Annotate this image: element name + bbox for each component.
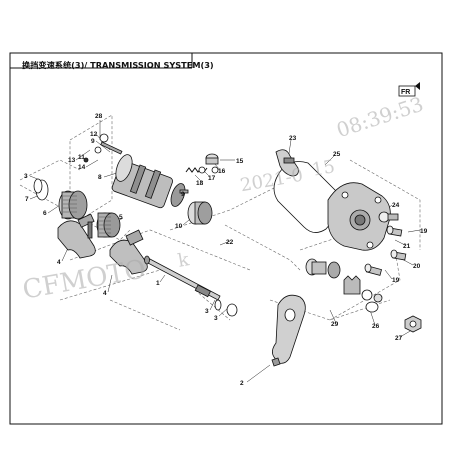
- callout-3a: 3: [24, 173, 28, 180]
- bolt-part-27: [404, 315, 422, 333]
- bolt-part-19a: [386, 225, 403, 237]
- callout-24: 24: [392, 202, 400, 209]
- bolt-part-20: [390, 249, 407, 261]
- callout-28: 28: [95, 113, 103, 120]
- washer-part-3c: [226, 303, 238, 317]
- washer-part-26: [365, 301, 379, 313]
- callout-22: 22: [226, 239, 234, 246]
- cam-assembly-part-29: [305, 258, 383, 303]
- outer-frame: [9, 52, 443, 425]
- bolt-part-9: [100, 141, 123, 155]
- callout-2: 2: [240, 380, 244, 387]
- bolt-part-24: [378, 211, 399, 223]
- washer-part-16: [211, 166, 219, 174]
- callout-18: 18: [196, 180, 204, 187]
- callout-9a: 9: [91, 138, 95, 145]
- bolt-part-19b: [364, 263, 383, 276]
- callout-29: 29: [331, 321, 339, 328]
- washer-part-12: [99, 133, 109, 143]
- front-badge-label: FR: [401, 89, 410, 96]
- pin-part-13: [83, 157, 89, 163]
- callout-11: 11: [78, 154, 85, 161]
- callout-12: 12: [90, 131, 98, 138]
- callout-4b: 4: [103, 290, 107, 297]
- bushing-part-10: [187, 201, 213, 225]
- callout-19a: 19: [420, 228, 428, 235]
- gear-cover-part-21: [327, 182, 391, 251]
- callout-6: 6: [43, 210, 47, 217]
- bearing-part-5: [96, 212, 121, 238]
- callout-1: 1: [156, 280, 160, 287]
- callout-10: 10: [175, 223, 183, 230]
- circlip-part-3: [33, 178, 43, 194]
- callout-19b: 19: [392, 277, 400, 284]
- shift-shaft-part-1: [144, 255, 221, 301]
- callout-4a: 4: [57, 259, 61, 266]
- callout-17: 17: [208, 175, 216, 182]
- callout-27: 27: [395, 335, 403, 342]
- front-direction-badge: FR: [398, 82, 420, 97]
- callout-15: 15: [236, 158, 244, 165]
- shift-drum-part-8: [111, 154, 186, 209]
- pin-head-part-17: [198, 166, 206, 174]
- callout-3b: 3: [205, 308, 209, 315]
- callout-8: 8: [98, 174, 102, 181]
- shift-pedal-lever-part-2: [271, 294, 306, 367]
- pin-part-9b: [179, 189, 189, 194]
- shift-fork-part-4-right: [109, 229, 148, 275]
- callout-3c: 3: [214, 315, 218, 322]
- callout-21: 21: [403, 243, 411, 250]
- callout-16: 16: [218, 168, 226, 175]
- callout-5: 5: [119, 214, 123, 221]
- callout-23: 23: [289, 135, 297, 142]
- callout-13: 13: [68, 157, 76, 164]
- shift-lever-part-23: [275, 149, 299, 177]
- selector-drum-assembly: [33, 133, 238, 317]
- circlip-part-3b: [214, 299, 222, 311]
- ring-part-11: [94, 146, 102, 154]
- bearing-part-6: [58, 190, 88, 220]
- callout-14: 14: [78, 164, 86, 171]
- leader-lines: [29, 120, 421, 383]
- callout-7: 7: [25, 196, 29, 203]
- shift-cover-assembly: [273, 149, 422, 333]
- diagram-title: 换挡变速系统(3)/ TRANSMISSION SYSTEM(3): [22, 60, 214, 70]
- callout-26: 26: [372, 323, 380, 330]
- shift-fork-part-4-left: [57, 213, 96, 259]
- cap-part-15: [205, 153, 219, 165]
- callout-20: 20: [413, 263, 421, 270]
- callout-9b: 9: [181, 191, 185, 198]
- callout-25: 25: [333, 151, 341, 158]
